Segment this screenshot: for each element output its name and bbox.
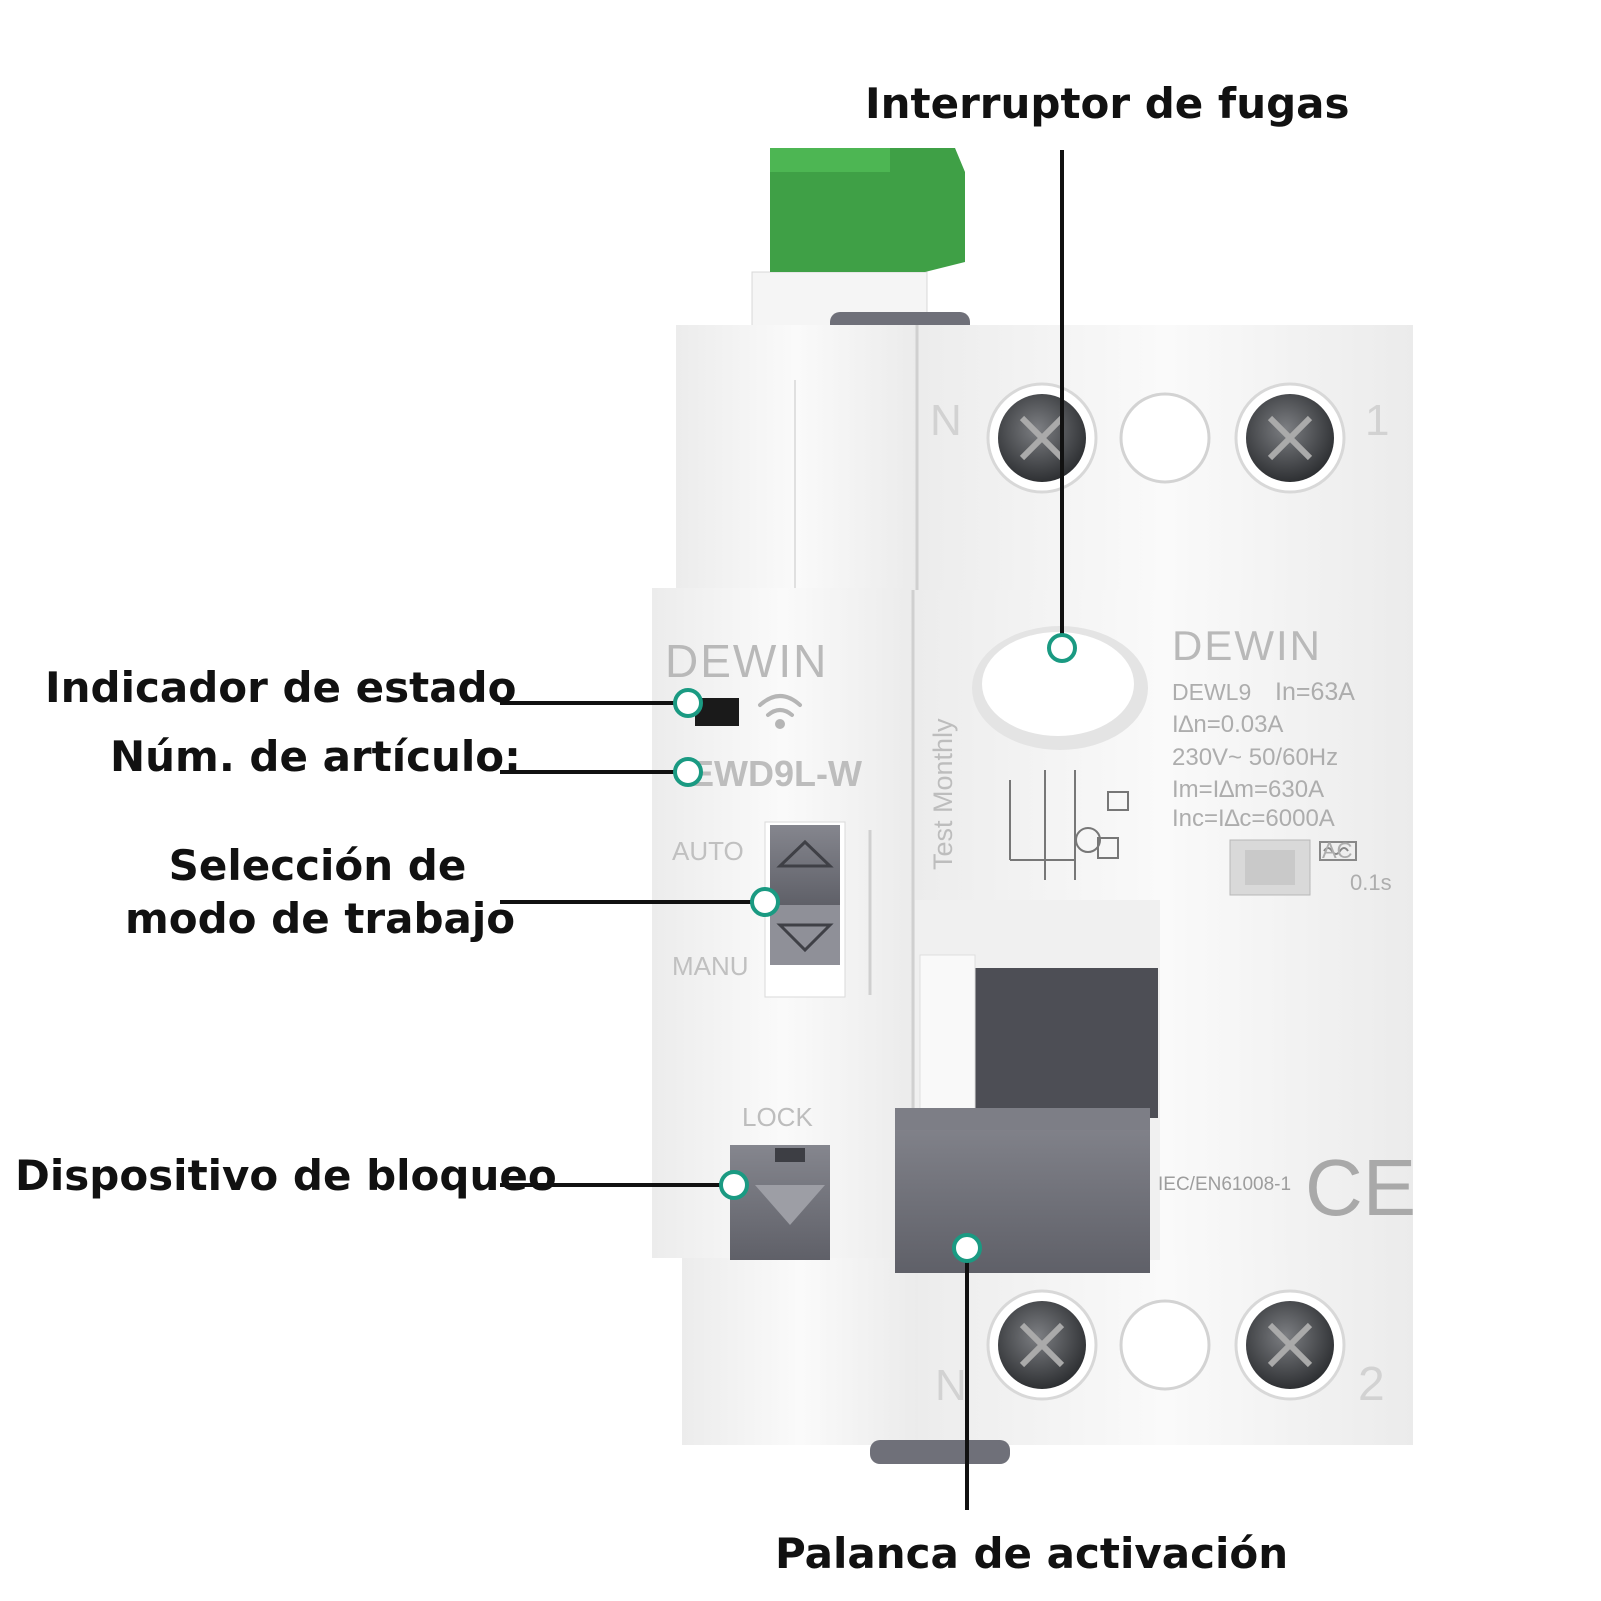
callout-status-indicator: Indicador de estado	[45, 663, 517, 712]
left-brand: DEWIN	[665, 635, 828, 687]
spec-im: Im=I∆m=630A	[1172, 776, 1324, 803]
arrow-down-icon	[776, 923, 834, 953]
callout-leak-breaker: Interruptor de fugas	[865, 79, 1350, 128]
wifi-icon	[758, 694, 802, 729]
spec-voltage: 230V~ 50/60Hz	[1172, 744, 1338, 771]
callout-lock-device: Dispositivo de bloqueo	[15, 1151, 557, 1200]
callout-dots	[673, 633, 1077, 1263]
left-model: EWD9L-W	[690, 753, 862, 794]
spec-model: DEWL9	[1172, 679, 1251, 705]
spec-ac: AC	[1322, 838, 1353, 863]
dot-lock-device	[719, 1170, 749, 1200]
ce-mark-icon: CE	[1305, 1143, 1416, 1232]
callout-work-mode: Selección de modo de trabajo	[125, 840, 516, 945]
lock-arrow-icon	[755, 1185, 825, 1225]
terminal-2: 2	[1358, 1358, 1385, 1411]
right-brand: DEWIN	[1172, 622, 1322, 669]
circuit-diagram-icon	[1009, 770, 1129, 880]
test-monthly-label: Test Monthly	[928, 718, 958, 870]
green-connector	[751, 148, 970, 338]
callout-work-mode-line2: modo de trabajo	[125, 893, 516, 943]
terminal-1: 1	[1365, 396, 1389, 445]
arrow-up-icon	[776, 839, 834, 868]
dot-work-mode	[750, 887, 780, 917]
dot-item-number	[673, 757, 703, 787]
auto-label: AUTO	[672, 836, 744, 866]
callout-trip-lever: Palanca de activación	[775, 1529, 1289, 1578]
dot-status-indicator	[673, 688, 703, 718]
dot-leak-breaker	[1047, 633, 1077, 663]
spec-in: In=63A	[1275, 678, 1355, 706]
spec-inc: Inc=I∆c=6000A	[1172, 805, 1335, 832]
manu-label: MANU	[672, 951, 749, 981]
dot-trip-lever	[952, 1233, 982, 1263]
terminal-n-top: N	[930, 396, 962, 445]
lock-label: LOCK	[742, 1102, 813, 1132]
spec-time: 0.1s	[1350, 870, 1392, 895]
standard-label: IEC/EN61008-1	[1158, 1174, 1291, 1195]
terminal-n-bottom: N	[935, 1361, 967, 1410]
callout-work-mode-line1: Selección de	[168, 841, 467, 890]
leader-lines	[500, 150, 1064, 1510]
callout-item-number: Núm. de artículo:	[110, 732, 521, 781]
spec-idn: I∆n=0.03A	[1172, 711, 1283, 738]
right-rcd-module	[895, 590, 1413, 1273]
